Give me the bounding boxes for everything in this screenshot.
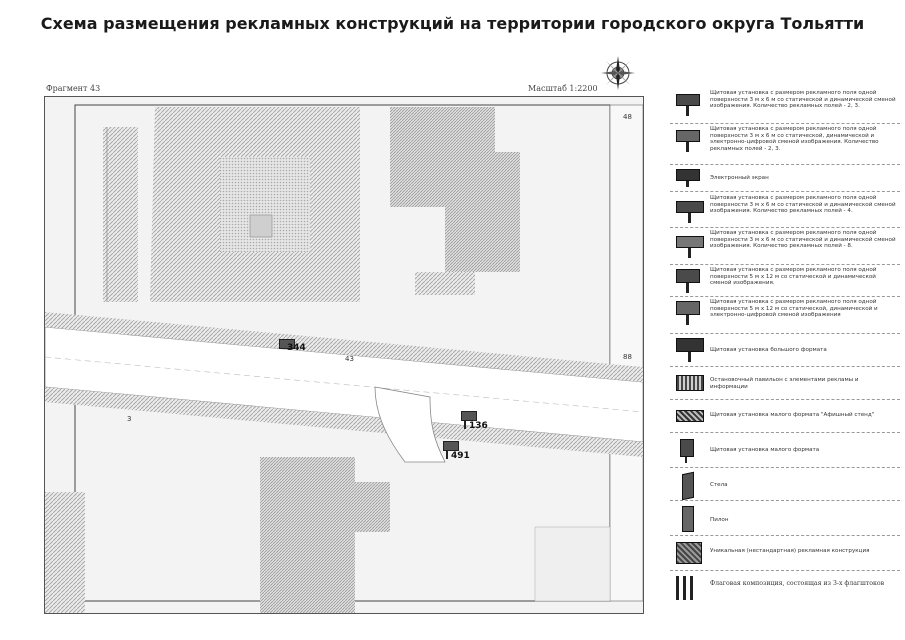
legend-text: Флаговая композиция, состоящая из 3-х фл…: [710, 580, 885, 587]
small-format-billboard-icon: [680, 439, 694, 463]
sign-post: [464, 421, 466, 429]
legend-item: Флаговая композиция, состоящая из 3-х фл…: [670, 573, 900, 603]
legend-text: Остановочный павильон с элементами рекла…: [710, 377, 859, 390]
legend-text: Щитовая установка с размером рекламного …: [710, 195, 896, 215]
billboard-3x6-four-fields-icon: [676, 201, 704, 223]
stela-icon: [682, 471, 694, 501]
billboard-icon: [279, 339, 295, 349]
fragment-label: Фрагмент 43: [46, 84, 101, 93]
legend-text: Щитовая установка большого формата: [710, 347, 827, 353]
flag-composition-icon: [676, 576, 693, 600]
sign-number: 491: [451, 451, 470, 461]
small-format-city-format-icon: [676, 410, 704, 422]
scale-label: Масштаб 1:2200: [528, 84, 598, 93]
legend-item: Щитовая установка малого формата: [670, 435, 900, 468]
ad-sign-344[interactable]: 344: [279, 339, 306, 353]
legend-text: Щитовая установка с размером рекламного …: [710, 90, 896, 110]
sign-number: 136: [469, 421, 488, 431]
map-fragment[interactable]: 344 136 491 48 88 43 3: [44, 96, 644, 614]
legend-item: Щитовая установка малого формата "Афишны…: [670, 402, 900, 433]
billboard-icon: [443, 441, 459, 451]
legend-item: Электронный экран: [670, 167, 900, 192]
billboard-3x6-eight-fields-icon: [676, 236, 704, 258]
compass-rose-icon: [601, 56, 635, 90]
legend-item: Щитовая установка с размером рекламного …: [670, 267, 900, 297]
legend-item: Щитовая установка большого формата: [670, 336, 900, 367]
map-title: Схема размещения рекламных конструкций н…: [40, 14, 865, 33]
legend-item: Щитовая установка с размером рекламного …: [670, 195, 900, 228]
billboard-icon: [461, 411, 477, 421]
building-sw: [260, 457, 390, 613]
edge-number: 43: [345, 355, 354, 363]
legend-item: Уникальная (нестандартная) рекламная кон…: [670, 538, 900, 571]
ad-sign-136[interactable]: 136: [461, 411, 488, 431]
legend-item: Щитовая установка с размером рекламного …: [670, 126, 900, 165]
legend-item: Остановочный павильон с элементами рекла…: [670, 369, 900, 400]
billboard-5x12-static-dynamic-icon: [676, 269, 700, 293]
legend-item: Стела: [670, 470, 900, 501]
billboard-3x6-static-dynamic-icon: [676, 94, 700, 116]
legend-text: Щитовая установка с размером рекламного …: [710, 267, 877, 287]
legend-text: Щитовая установка с размером рекламного …: [710, 126, 879, 152]
legend-item: Пилон: [670, 503, 900, 536]
legend-text: Уникальная (нестандартная) рекламная кон…: [710, 548, 870, 554]
edge-number: 48: [623, 113, 632, 121]
edge-number: 88: [623, 353, 632, 361]
bus-stop-pavilion-icon: [676, 375, 704, 391]
edge-number: 3: [127, 415, 132, 423]
electronic-screen-icon: [676, 169, 700, 187]
legend-item: Щитовая установка с размером рекламного …: [670, 90, 900, 124]
legend-text: Щитовая установка малого формата: [710, 447, 820, 453]
large-format-billboard-icon: [676, 338, 704, 362]
legend-text: Щитовая установка с размером рекламного …: [710, 230, 896, 250]
legend-text: Пилон: [710, 517, 729, 523]
legend-item: Щитовая установка с размером рекламного …: [670, 230, 900, 265]
billboard-5x12-digital-icon: [676, 301, 700, 325]
legend-text: Щитовая установка малого формата "Афишны…: [710, 412, 875, 418]
map-canvas: [45, 97, 643, 613]
side-street: [374, 386, 446, 463]
sign-post: [446, 451, 448, 459]
legend-text: Электронный экран: [710, 175, 769, 181]
billboard-3x6-digital-icon: [676, 130, 700, 152]
legend-item: Щитовая установка с размером рекламного …: [670, 299, 900, 334]
legend-text: Щитовая установка с размером рекламного …: [710, 299, 878, 319]
legend-text: Стела: [710, 482, 728, 488]
ad-sign-491[interactable]: 491: [443, 441, 470, 461]
sign-number: 344: [287, 343, 306, 353]
building-ne: [390, 107, 520, 272]
pylon-icon: [682, 506, 694, 532]
unique-construction-icon: [676, 542, 702, 564]
